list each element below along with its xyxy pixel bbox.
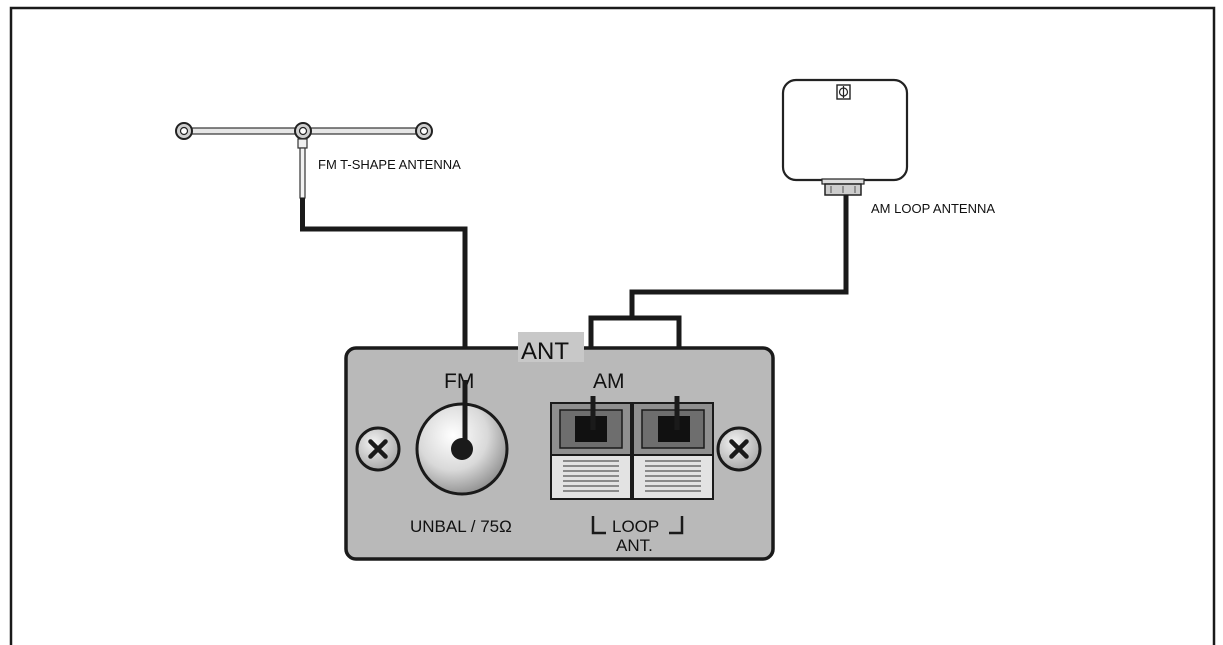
ant-title-highlight <box>518 332 584 362</box>
loop-ant-bracket <box>591 516 684 535</box>
am-label: AM <box>593 370 625 393</box>
loop-label: LOOP <box>612 517 659 536</box>
right-screw-icon <box>716 426 762 472</box>
am-antenna-label: AM LOOP ANTENNA <box>871 201 995 216</box>
fm-impedance-label: UNBAL / 75Ω <box>410 517 512 536</box>
fm-antenna-left-ring <box>175 122 193 140</box>
fm-antenna-right-ring <box>415 122 433 140</box>
fm-t-shape-antenna <box>175 122 433 199</box>
fm-antenna-wire <box>300 198 468 447</box>
left-screw-icon <box>355 426 401 472</box>
fm-antenna-label: FM T-SHAPE ANTENNA <box>318 157 461 172</box>
loop-ant-label: ANT. <box>616 536 653 555</box>
fm-label: FM <box>444 370 474 393</box>
am-antenna-wire <box>629 195 849 318</box>
am-terminal-2[interactable] <box>632 402 714 500</box>
outer-frame <box>9 6 1216 645</box>
fm-coaxial-jack[interactable] <box>415 402 509 496</box>
am-loop-antenna <box>781 78 909 196</box>
ant-title: ANT <box>521 338 569 365</box>
am-antenna-clip-icon <box>836 84 851 100</box>
fm-antenna-center-ring <box>294 122 312 140</box>
